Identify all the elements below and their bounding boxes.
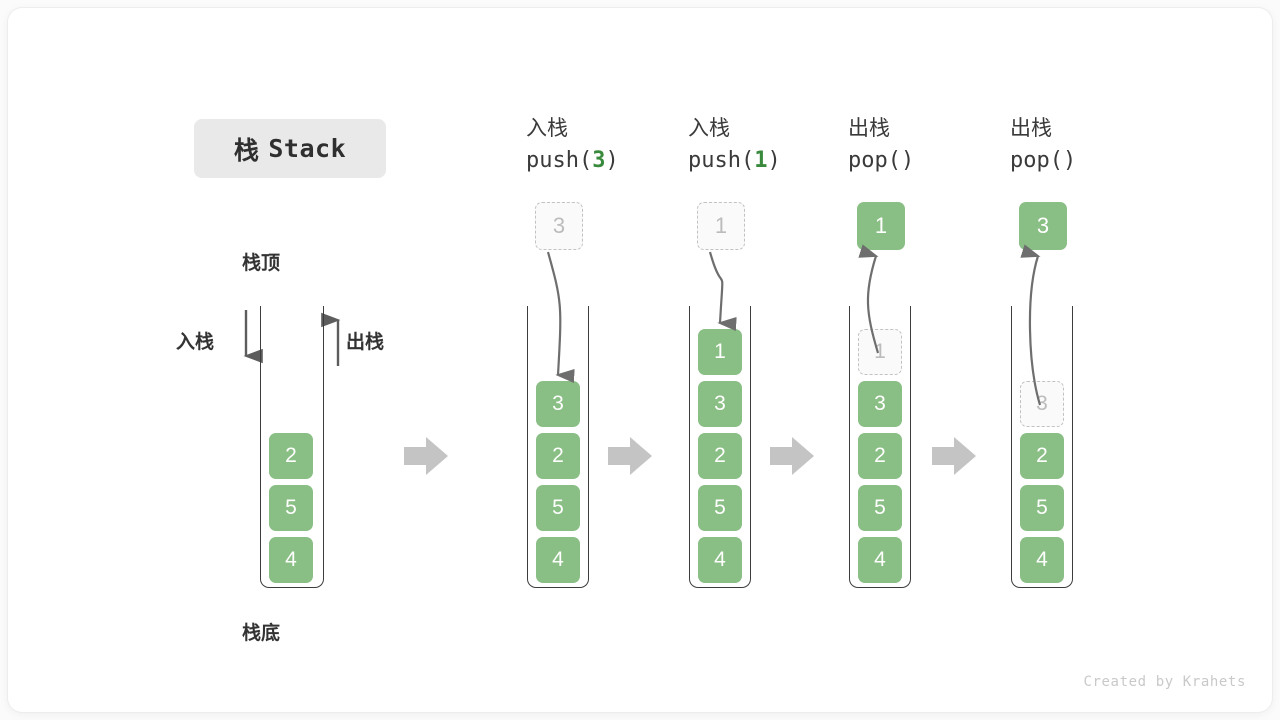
legend-push-label: 入栈 (176, 332, 215, 353)
arrow-right-icon (608, 437, 652, 475)
curved-arrow-down-icon (546, 251, 575, 383)
credit-text: Created by Krahets (1083, 674, 1246, 690)
code-suffix: ) (767, 148, 781, 173)
stack-frame-pop-1 (849, 306, 911, 588)
stack-cell: 1 (698, 329, 742, 375)
code-suffix: ) (605, 148, 619, 173)
code-prefix: push( (688, 148, 755, 173)
stack-cell: 2 (858, 433, 902, 479)
arrow-right-icon (932, 437, 976, 475)
stack-cell: 4 (536, 537, 580, 583)
diagram-card: 栈 Stack 栈顶 栈底 入栈 出栈 2 5 4 (8, 8, 1272, 712)
curved-arrow-down-icon (708, 251, 737, 331)
legend-stack-frame (260, 306, 324, 588)
code-argument: 1 (754, 148, 768, 173)
stack-cell: 3 (858, 381, 902, 427)
code-prefix: pop( (1010, 148, 1063, 173)
stack-frame-push-1 (689, 306, 751, 588)
step-operation-code: push(3) (526, 144, 686, 178)
stack-cell: 4 (858, 537, 902, 583)
arrow-up-icon (321, 312, 341, 366)
popped-value: 3 (1019, 202, 1067, 250)
stack-cell: 4 (1020, 537, 1064, 583)
code-prefix: push( (526, 148, 593, 173)
legend-push-label-wrap: 入栈 (176, 327, 214, 354)
arrow-right-icon (404, 437, 448, 475)
code-prefix: pop( (848, 148, 901, 173)
code-suffix: ) (900, 148, 915, 173)
curved-arrow-up-icon (858, 244, 880, 354)
stack-cell: 3 (536, 381, 580, 427)
step-operation-name: 入栈 (526, 117, 568, 140)
popped-value: 1 (857, 202, 905, 250)
stack-frame-pop-3 (1011, 306, 1073, 588)
step-operation-name: 出栈 (848, 117, 890, 140)
legend-pop-label-wrap: 出栈 (346, 327, 384, 354)
stack-bottom-label: 栈底 (242, 623, 281, 644)
arrow-right-icon (770, 437, 814, 475)
stack-cell: 2 (536, 433, 580, 479)
step-operation-name: 入栈 (688, 117, 730, 140)
step-operation-name: 出栈 (1010, 117, 1052, 140)
page-title-cn: 栈 (233, 136, 260, 165)
step-header-push-3: 入栈 push(3) (526, 114, 686, 178)
stack-cell: 2 (269, 433, 313, 479)
stack-cell: 2 (1020, 433, 1064, 479)
stack-cell: 5 (698, 485, 742, 531)
stack-cell: 3 (698, 381, 742, 427)
step-header-push-1: 入栈 push(1) (688, 114, 848, 178)
stack-cell: 5 (1020, 485, 1064, 531)
page-title-en: Stack (268, 134, 347, 163)
stack-cell: 4 (698, 537, 742, 583)
code-suffix: ) (1062, 148, 1077, 173)
stack-top-label-wrap: 栈顶 (242, 248, 280, 275)
stack-frame-push-3 (527, 306, 589, 588)
code-argument: 3 (592, 148, 606, 173)
stack-cell: 5 (269, 485, 313, 531)
step-header-pop-3: 出栈 pop() (1010, 114, 1170, 178)
stack-cell: 3 (1020, 381, 1064, 427)
pending-push-value: 3 (535, 202, 583, 250)
stack-top-label: 栈顶 (242, 253, 281, 274)
stack-bottom-label-wrap: 栈底 (242, 618, 280, 645)
legend-pop-label: 出栈 (346, 332, 385, 353)
curved-arrow-up-icon (1020, 244, 1042, 406)
page-title: 栈 Stack (194, 119, 386, 178)
pending-push-value: 1 (697, 202, 745, 250)
legend-stack-cells: 2 5 4 (269, 306, 315, 588)
stack-cell: 5 (536, 485, 580, 531)
stack-cell: 4 (269, 537, 313, 583)
arrow-down-icon (243, 310, 263, 364)
stack-cell: 2 (698, 433, 742, 479)
step-operation-code: push(1) (688, 144, 848, 178)
stack-cell: 5 (858, 485, 902, 531)
step-header-pop-1: 出栈 pop() (848, 114, 1008, 178)
step-operation-code: pop() (1010, 144, 1170, 178)
step-operation-code: pop() (848, 144, 1008, 178)
stack-cell: 1 (858, 329, 902, 375)
